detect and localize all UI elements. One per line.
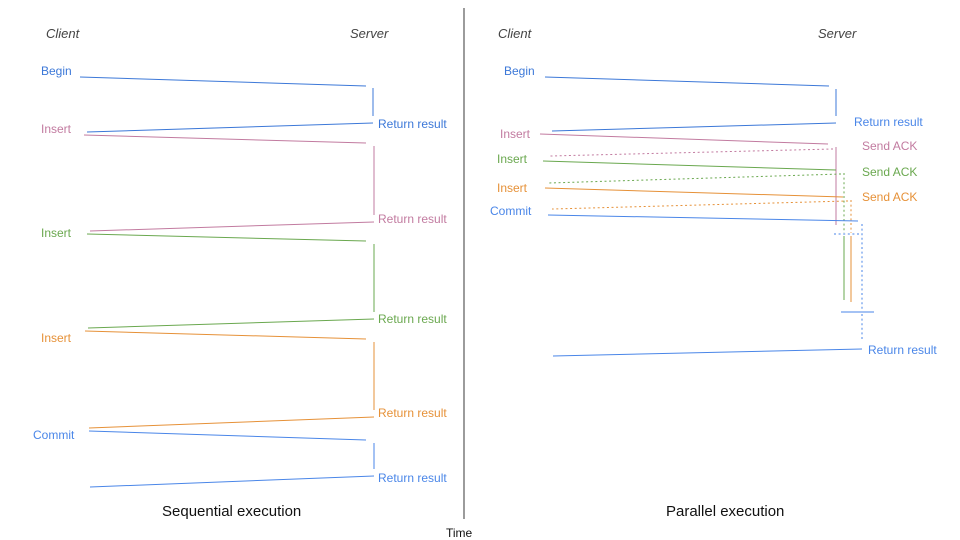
- par-insert3-request-line: [544, 187, 844, 198]
- seq-insert2-response-line: [87, 318, 375, 329]
- seq-server-header: Server: [350, 26, 389, 41]
- par-commit-label: Commit: [490, 204, 532, 218]
- parallel-title: Parallel execution: [666, 503, 785, 520]
- seq-insert3-request-line: [84, 330, 367, 340]
- sequential-title: Sequential execution: [162, 503, 302, 520]
- par-insert2-flow: [542, 160, 845, 300]
- par-insert3-flow: [544, 187, 852, 302]
- seq-insert1-request-line: [83, 134, 367, 144]
- seq-commit-label: Commit: [33, 428, 75, 442]
- par-insert1-label: Insert: [500, 127, 531, 141]
- seq-begin-request-line: [79, 76, 367, 87]
- seq-insert1-response-label: Return result: [378, 212, 447, 226]
- seq-insert3-label: Insert: [41, 331, 72, 345]
- seq-insert2-request-line: [86, 233, 367, 242]
- par-insert3-ack-label: Send ACK: [862, 190, 918, 204]
- par-insert1-ack-label: Send ACK: [862, 139, 918, 153]
- par-begin-flow: [544, 76, 837, 132]
- seq-insert1-response-line: [89, 221, 375, 232]
- par-server-header: Server: [818, 26, 857, 41]
- seq-insert1-label: Insert: [41, 122, 72, 136]
- seq-insert3-response-label: Return result: [378, 406, 447, 420]
- seq-insert3-flow: [84, 330, 375, 429]
- par-commit-response-line: [552, 348, 863, 357]
- par-commit-flow: [547, 214, 874, 357]
- par-insert3-label: Insert: [497, 181, 528, 195]
- par-insert2-label: Insert: [497, 152, 528, 166]
- seq-insert2-label: Insert: [41, 226, 72, 240]
- par-insert1-request-line: [539, 133, 829, 145]
- seq-commit-request-line: [88, 430, 367, 441]
- seq-begin-label: Begin: [41, 64, 72, 78]
- seq-commit-response-line: [89, 475, 375, 488]
- par-insert2-request-line: [542, 160, 837, 171]
- par-begin-request-line: [544, 76, 830, 87]
- seq-insert2-response-label: Return result: [378, 312, 447, 326]
- par-insert2-ack-line: [548, 173, 842, 184]
- seq-insert3-response-line: [88, 416, 375, 429]
- par-insert1-ack-line: [549, 148, 834, 157]
- seq-begin-response-line: [86, 122, 374, 133]
- par-insert1-flow: [539, 133, 837, 225]
- seq-commit-response-label: Return result: [378, 471, 447, 485]
- seq-insert2-flow: [86, 233, 375, 329]
- par-commit-response-label: Return result: [868, 343, 937, 357]
- seq-begin-response-label: Return result: [378, 117, 447, 131]
- seq-commit-flow: [88, 430, 375, 488]
- par-client-header: Client: [498, 26, 532, 41]
- par-commit-request-line: [547, 214, 859, 222]
- par-insert3-ack-line: [551, 200, 849, 210]
- par-begin-label: Begin: [504, 64, 535, 78]
- par-insert2-ack-label: Send ACK: [862, 165, 918, 179]
- seq-begin-flow: [79, 76, 374, 133]
- time-axis-label: Time: [446, 526, 473, 540]
- seq-insert1-flow: [83, 134, 375, 232]
- seq-client-header: Client: [46, 26, 80, 41]
- par-begin-response-line: [551, 122, 837, 132]
- par-begin-response-label: Return result: [854, 115, 923, 129]
